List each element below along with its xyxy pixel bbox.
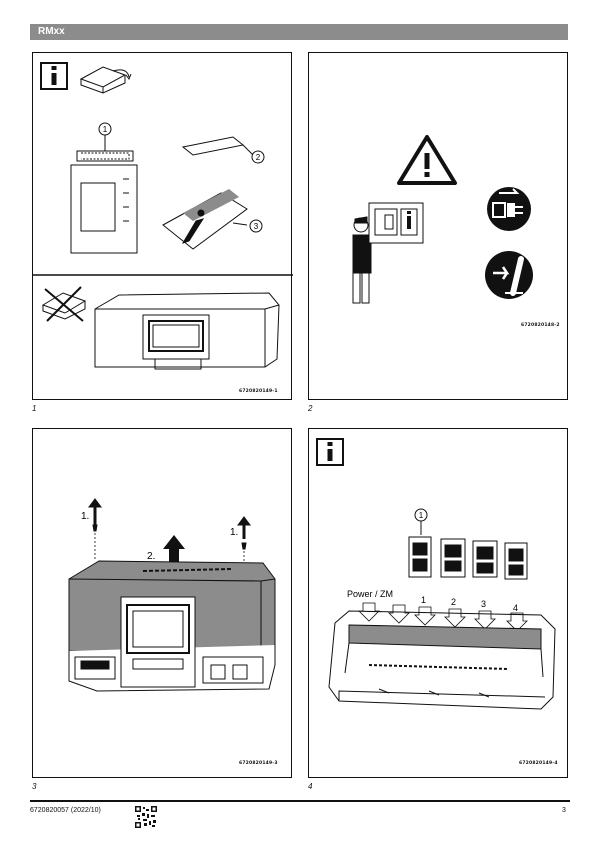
base-unit-drawing (94, 292, 280, 370)
page-number: 3 (562, 807, 566, 814)
slot-label-3: 3 (481, 599, 486, 609)
box-unpack-illustration (79, 66, 132, 94)
callout-1: 1 (103, 125, 108, 134)
unplug-icon (487, 187, 531, 231)
figure-2-code: 6720820148-2 (521, 323, 560, 328)
figure-1-illustration: 1 2 3 (33, 62, 293, 370)
callout-2: 2 (256, 153, 261, 162)
figure-4-label: 4 (308, 782, 313, 791)
slot-label-power: Power / ZM (347, 589, 393, 599)
figure-1-label: 1 (32, 404, 37, 413)
info-icon (40, 62, 68, 90)
footer-rule (30, 800, 570, 802)
figure-3-label: 3 (32, 782, 37, 791)
warning-icon (397, 135, 457, 185)
control-unit-drawing (70, 122, 138, 254)
figure-2-label: 2 (308, 404, 313, 413)
figure-3-panel: 1. 1. 2. 672 (32, 428, 292, 778)
figure-2-illustration (352, 135, 533, 304)
figure-1-code: 6720820149-1 (239, 389, 278, 394)
slot-label-2: 2 (451, 597, 456, 607)
slot-arrows (358, 602, 528, 632)
step-label-right: 1. (230, 527, 238, 538)
slot-label-4: 4 (513, 603, 518, 613)
header-title: RMxx (38, 26, 65, 37)
plug-in-modules-drawing (408, 536, 528, 580)
cover-removal-drawing (68, 560, 276, 692)
figure-3-illustration: 1. 1. 2. (68, 498, 276, 692)
step-label-left: 1. (81, 511, 89, 522)
figure-2-panel: 6720820148-2 (308, 52, 568, 400)
no-disposal-icon (41, 286, 87, 322)
figure-3-code: 6720820149-3 (239, 761, 278, 766)
figure-1-panel: 1 2 3 (32, 52, 293, 400)
callout-3: 3 (254, 222, 259, 231)
figure-4-code: 6720820149-4 (519, 761, 558, 766)
document-number: 6720820057 (2022/10) (30, 807, 101, 814)
person-reading-illustration (352, 202, 424, 304)
qr-code (135, 806, 157, 828)
step-arrow-left (88, 498, 102, 559)
document-header: RMxx (30, 24, 568, 40)
info-icon (316, 438, 344, 466)
figure-4-panel: 1 Power / ZM 1 2 3 4 (308, 428, 568, 778)
manual-sheet-drawing (162, 189, 263, 250)
base-tray-drawing (328, 610, 556, 710)
step-label-center: 2. (147, 551, 155, 562)
callout-1: 1 (419, 511, 424, 520)
figure-4-illustration: 1 Power / ZM 1 2 3 4 (316, 438, 556, 710)
slot-label-1: 1 (421, 595, 426, 605)
label-strip-drawing (181, 136, 265, 164)
switch-off-icon (485, 251, 533, 299)
